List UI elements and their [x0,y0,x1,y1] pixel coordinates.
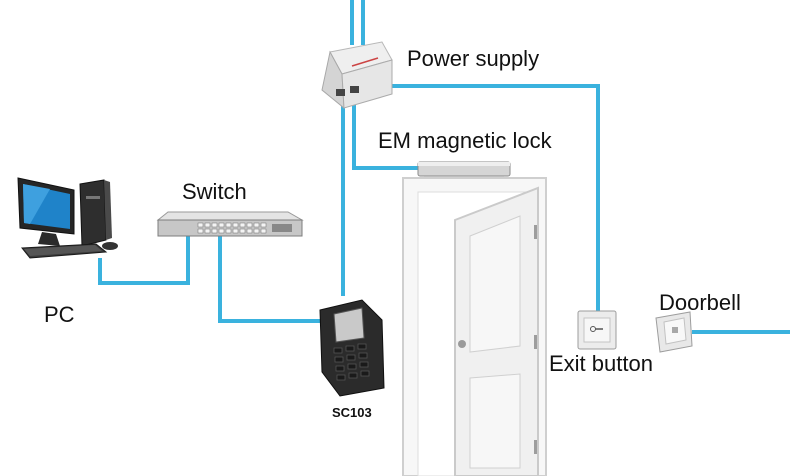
exit-button-icon [577,310,617,350]
pc-icon [17,177,118,259]
label-reader-model: SC103 [332,405,372,420]
label-em-magnetic-lock: EM magnetic lock [378,128,552,153]
wire-switch-to-reader [218,228,320,323]
wiring [98,0,790,334]
wire-pc-to-switch [98,228,190,285]
label-pc: PC [44,302,75,327]
door-icon [402,177,547,476]
access-reader-icon [319,299,385,397]
label-switch: Switch [182,179,247,204]
power-supply-icon [321,41,393,110]
doorbell-icon [655,311,693,353]
label-power-supply: Power supply [407,46,540,71]
wire-power-to-exit [384,84,600,312]
label-doorbell: Doorbell [659,290,741,315]
wire-power-to-lock [352,98,420,170]
switch-icon [156,211,304,237]
label-exit-button: Exit button [549,351,653,376]
